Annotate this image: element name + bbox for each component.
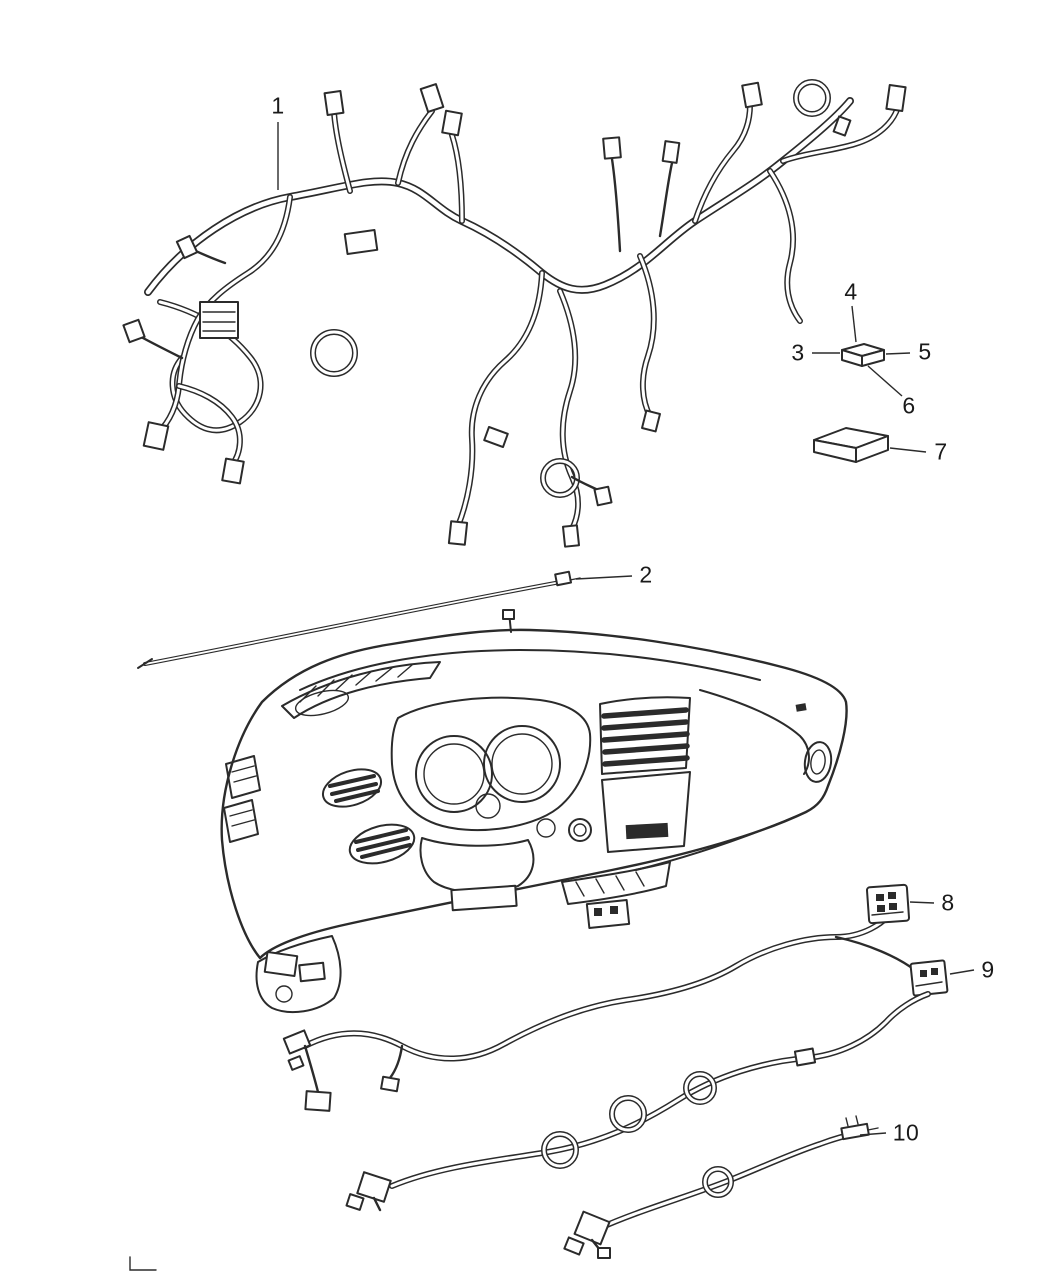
leader-line-2 [575,575,633,580]
callout-6: 6 [902,392,916,419]
callout-8: 8 [941,889,955,916]
callout-1: 1 [271,92,285,119]
instrument-panel-harness [122,79,907,548]
steering-column-opening [419,818,556,912]
leader-lines [277,122,975,1136]
left-end-brackets [223,755,261,843]
harness-connector [122,81,907,548]
callout-3: 3 [791,339,805,366]
relay-fuse-part [841,343,885,367]
leader-line-9 [949,969,975,975]
lower-left-bolster [255,935,342,1014]
lower-harness [345,994,928,1212]
left-air-vents [321,768,416,865]
leader-line-4 [851,305,857,343]
leader-line-10 [859,1132,887,1136]
instrument-panel [220,609,848,1014]
leader-line-7 [889,447,927,453]
connector-8 [865,883,911,925]
center-air-vents [599,696,691,775]
under-dash-bracket [561,861,671,930]
harness-10 [563,1115,879,1259]
harness-module-block [199,301,239,339]
callout-10: 10 [892,1119,920,1146]
connector-9 [909,959,949,997]
module-cover-part [813,427,889,463]
leader-line-5 [885,352,911,355]
defroster-vent [281,661,441,719]
leader-line-6 [867,365,903,397]
callout-2: 2 [639,561,653,588]
callout-5: 5 [918,338,932,365]
gauge-cluster [390,696,592,832]
leader-line-8 [909,901,935,904]
callout-4: 4 [844,278,858,305]
corner-mark [129,1256,157,1271]
center-stack [568,771,691,853]
callout-9: 9 [981,956,995,983]
callout-7: 7 [934,438,948,465]
jumper-harness [282,910,918,1112]
